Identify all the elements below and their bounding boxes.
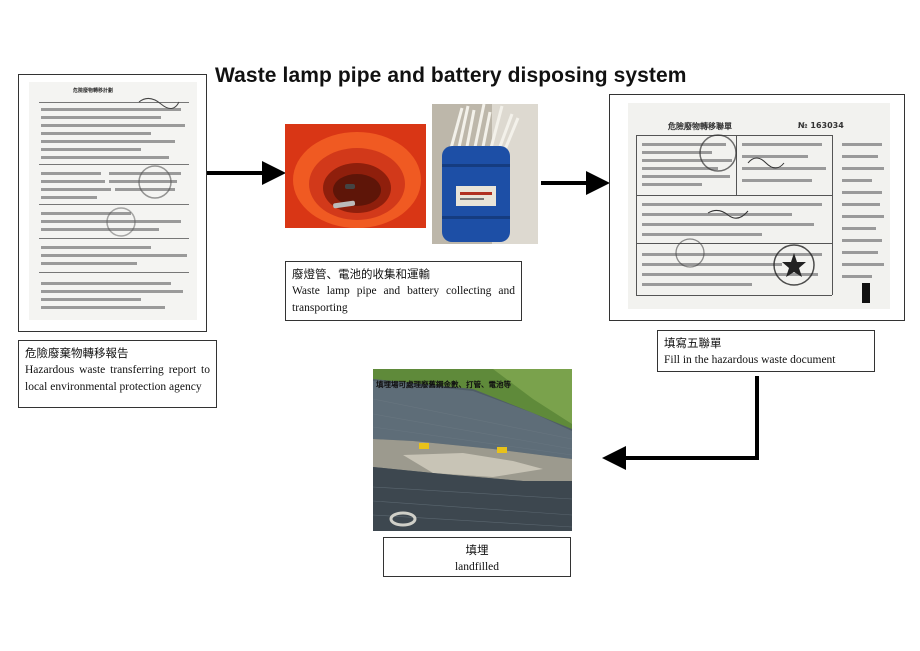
manifest-number: № 163034 bbox=[798, 121, 844, 130]
caption-report-zh: 危險廢棄物轉移報告 bbox=[25, 346, 129, 360]
caption-collect: 廢燈管、電池的收集和運輸 Waste lamp pipe and battery… bbox=[285, 261, 522, 321]
caption-landfill: 填埋 landfilled bbox=[383, 537, 571, 577]
page-title: Waste lamp pipe and battery disposing sy… bbox=[215, 64, 687, 87]
caption-landfill-zh: 填埋 bbox=[465, 543, 489, 557]
caption-collect-en: Waste lamp pipe and battery collecting a… bbox=[292, 285, 515, 314]
manifest-document-frame: 危險廢物轉移聯單 № 163034 bbox=[609, 94, 905, 321]
bucket-photo bbox=[285, 124, 426, 228]
bucket-illustration bbox=[285, 124, 426, 228]
arrow-document-to-landfill bbox=[602, 376, 759, 470]
caption-document: 填寫五聯單 Fill in the hazardous waste docume… bbox=[657, 330, 875, 372]
caption-collect-zh: 廢燈管、電池的收集和運輸 bbox=[292, 267, 430, 281]
report-stamps bbox=[106, 98, 180, 237]
caption-document-zh: 填寫五聯單 bbox=[664, 336, 722, 350]
report-document-scan: 危險廢物轉移計劃 bbox=[29, 82, 197, 320]
report-document-header: 危險廢物轉移計劃 bbox=[73, 88, 114, 94]
manifest-title: 危險廢物轉移聯單 bbox=[668, 122, 732, 131]
caption-report-en: Hazardous waste transferring report to l… bbox=[25, 364, 210, 393]
landfill-illustration bbox=[373, 369, 572, 531]
manifest-document-scan: 危險廢物轉移聯單 № 163034 bbox=[628, 103, 890, 309]
caption-document-en: Fill in the hazardous waste document bbox=[664, 354, 836, 366]
landfill-photo: 填埋場可處理廢舊鋼金數、打管、電池等 bbox=[373, 369, 572, 531]
landfill-overlay-text: 填埋場可處理廢舊鋼金數、打管、電池等 bbox=[376, 380, 511, 389]
report-document-frame: 危險廢物轉移計劃 bbox=[18, 74, 207, 332]
manifest-stamps bbox=[675, 134, 815, 286]
barrel-illustration bbox=[432, 104, 538, 244]
caption-landfill-en: landfilled bbox=[454, 561, 500, 573]
barrel-photo bbox=[432, 104, 538, 244]
caption-report: 危險廢棄物轉移報告 Hazardous waste transferring r… bbox=[18, 340, 217, 408]
